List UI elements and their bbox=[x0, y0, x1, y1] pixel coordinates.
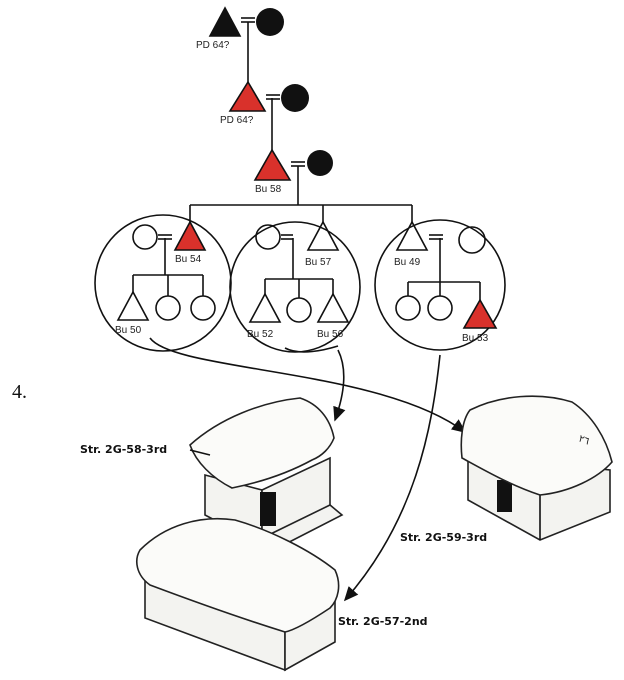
doorway bbox=[497, 480, 512, 512]
bu57-label: Bu 57 bbox=[305, 257, 332, 268]
hut-roof bbox=[460, 395, 613, 496]
bu53-label: Bu 53 bbox=[462, 333, 489, 344]
arrow-bu50-to-str59 bbox=[149, 337, 467, 433]
roof-mark: ٢٦ bbox=[577, 433, 591, 447]
str59-label: Str. 2G-59-3rd bbox=[400, 531, 487, 544]
household-bracket bbox=[284, 345, 339, 353]
male-symbol-bu53 bbox=[462, 298, 498, 329]
bu52-label: Bu 52 bbox=[247, 329, 274, 340]
female-symbol bbox=[395, 295, 421, 321]
male-symbol-gen1 bbox=[208, 6, 242, 37]
generation-1: PD 64? bbox=[196, 6, 284, 84]
gen2-label: PD 64? bbox=[220, 115, 254, 126]
male-symbol-bu56 bbox=[316, 292, 350, 323]
male-symbol-gen2 bbox=[228, 80, 267, 112]
hut-roof bbox=[189, 397, 335, 489]
str57-label: Str. 2G-57-2nd bbox=[338, 615, 428, 628]
male-symbol-bu49 bbox=[395, 220, 429, 251]
generation-3: Bu 58 bbox=[189, 148, 413, 225]
female-symbol-gen2 bbox=[281, 84, 309, 112]
bu50-label: Bu 50 bbox=[115, 325, 142, 336]
male-symbol-bu58 bbox=[253, 148, 292, 181]
female-symbol bbox=[458, 226, 486, 254]
female-symbol bbox=[286, 297, 312, 323]
residence-arrows bbox=[149, 337, 467, 602]
female-symbol bbox=[190, 295, 216, 321]
bu56-label: Bu 56 bbox=[317, 329, 344, 340]
generation-2: PD 64? bbox=[220, 80, 309, 155]
household-c: Bu 49 Bu 53 bbox=[374, 219, 506, 351]
hut-roof bbox=[136, 517, 340, 633]
male-symbol-bu54 bbox=[173, 220, 207, 251]
female-symbol bbox=[255, 224, 281, 250]
household-boundary bbox=[94, 214, 232, 352]
figure-number: 4. bbox=[12, 381, 27, 403]
structure-2g-57: Str. 2G-57-2nd bbox=[136, 517, 428, 672]
label-leader bbox=[189, 449, 211, 456]
doorway bbox=[260, 492, 276, 526]
female-symbol bbox=[132, 224, 158, 250]
female-symbol-gen3 bbox=[307, 150, 333, 176]
bu49-label: Bu 49 bbox=[394, 257, 421, 268]
structure-2g-59: ٢٦ bbox=[460, 395, 613, 541]
str58-label: Str. 2G-58-3rd bbox=[80, 443, 167, 456]
household-a: Bu 54 Bu 50 bbox=[94, 214, 232, 352]
gen1-label: PD 64? bbox=[196, 40, 230, 51]
household-boundary bbox=[374, 219, 506, 351]
arrow-bu53-to-str57 bbox=[343, 354, 441, 602]
male-symbol-bu52 bbox=[248, 292, 282, 323]
male-symbol-bu57 bbox=[306, 220, 340, 251]
bu54-label: Bu 54 bbox=[175, 254, 202, 265]
female-symbol bbox=[155, 295, 181, 321]
female-symbol bbox=[427, 295, 453, 321]
household-b: Bu 57 Bu 52 Bu 56 bbox=[229, 220, 361, 353]
arrow-bu56-to-str58 bbox=[333, 349, 346, 422]
bu58-label: Bu 58 bbox=[255, 184, 282, 195]
male-symbol-bu50 bbox=[116, 290, 150, 321]
female-symbol-gen1 bbox=[256, 8, 284, 36]
